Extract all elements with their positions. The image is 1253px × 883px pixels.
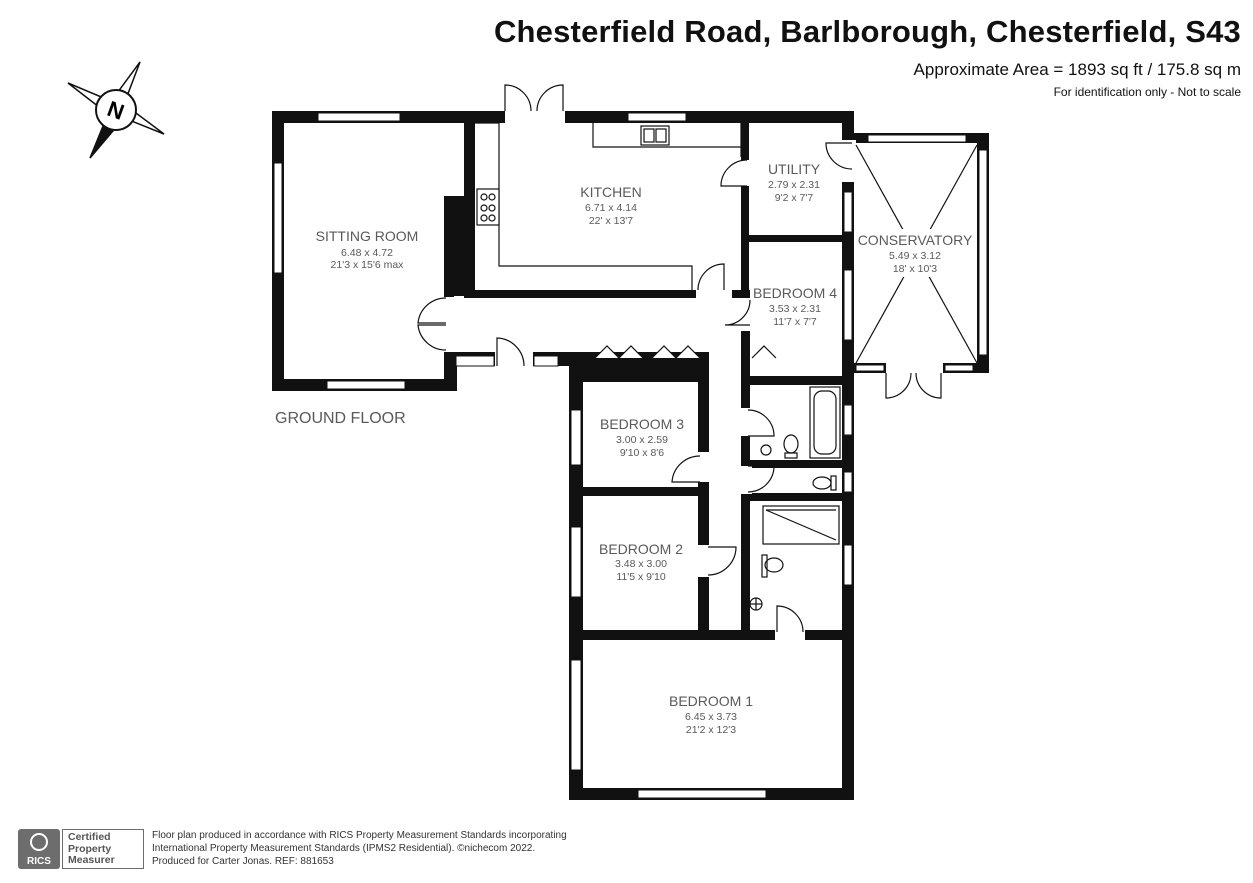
bedroom3-name: BEDROOM 3 (600, 416, 684, 432)
rics-logo: RICS (18, 829, 60, 869)
cert-line: Measurer (68, 854, 115, 866)
sitting-room-metric: 6.48 x 4.72 (341, 247, 393, 259)
floor-label: GROUND FLOOR (275, 410, 406, 427)
sitting-room-imperial: 21'3 x 15'6 max (331, 259, 405, 271)
compass-icon: N (67, 61, 165, 159)
approximate-area: Approximate Area = 1893 sq ft / 175.8 sq… (913, 60, 1241, 79)
conservatory-metric: 5.49 x 3.12 (889, 250, 941, 262)
conservatory-imperial: 18' x 10'3 (893, 263, 937, 275)
certified-measurer-badge: Certified Property Measurer (62, 829, 144, 869)
bedroom4-imperial: 11'7 x 7'7 (773, 316, 817, 328)
kitchen-metric: 6.71 x 4.14 (585, 202, 637, 214)
bedroom3-metric: 3.00 x 2.59 (616, 434, 668, 446)
cert-line: Certified (68, 831, 111, 843)
utility-name: UTILITY (768, 161, 821, 177)
rics-logo-text: RICS (27, 856, 51, 867)
bathroom-fittings (749, 386, 841, 611)
bedroom2-name: BEDROOM 2 (599, 541, 683, 557)
kitchen-units (475, 122, 742, 290)
doors (417, 84, 943, 642)
windows (273, 112, 988, 799)
footer-line: International Property Measurement Stand… (152, 843, 536, 854)
bedroom1-name: BEDROOM 1 (669, 693, 753, 709)
footer-disclaimer: Floor plan produced in accordance with R… (152, 829, 567, 868)
bedroom4-name: BEDROOM 4 (753, 285, 837, 301)
utility-imperial: 9'2 x 7'7 (775, 192, 814, 204)
bedroom1-metric: 6.45 x 3.73 (685, 711, 737, 723)
room-labels: SITTING ROOM 6.48 x 4.72 21'3 x 15'6 max… (316, 161, 973, 736)
kitchen-name: KITCHEN (580, 184, 641, 200)
scale-note: For identification only - Not to scale (1053, 85, 1241, 99)
utility-metric: 2.79 x 2.31 (768, 179, 820, 191)
footer-line: Floor plan produced in accordance with R… (152, 830, 567, 841)
bedroom1-imperial: 21'2 x 12'3 (686, 724, 736, 736)
page-title: Chesterfield Road, Barlborough, Chesterf… (493, 14, 1241, 49)
conservatory-name: CONSERVATORY (858, 232, 973, 248)
bedroom2-metric: 3.48 x 3.00 (615, 558, 667, 570)
cert-line: Property (68, 842, 112, 855)
footer-line: Produced for Carter Jonas. REF: 881653 (152, 856, 334, 867)
sitting-room-name: SITTING ROOM (316, 228, 419, 244)
bedroom3-imperial: 9'10 x 8'6 (620, 447, 664, 459)
bedroom2-imperial: 11'5 x 9'10 (616, 571, 666, 583)
bedroom4-metric: 3.53 x 2.31 (769, 303, 821, 315)
kitchen-imperial: 22' x 13'7 (589, 215, 633, 227)
